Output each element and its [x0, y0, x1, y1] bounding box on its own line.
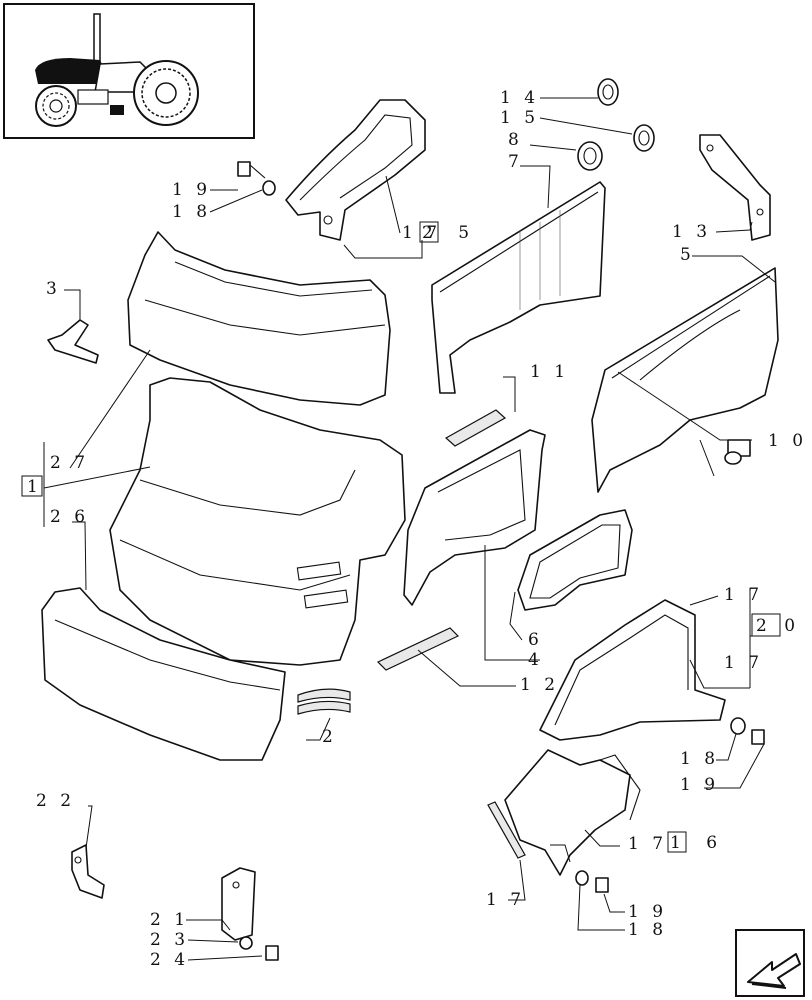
bolt-19-c — [595, 877, 609, 893]
bracket-20 — [539, 599, 726, 741]
label-25: 2 5 — [422, 223, 479, 243]
label-16: 1 6 — [670, 833, 727, 853]
seal-2 — [297, 688, 351, 715]
label-19b: 1 9 — [680, 775, 719, 795]
label-18a: 1 8 — [172, 202, 211, 222]
grommet-15 — [633, 124, 655, 152]
label-7: 7 — [508, 152, 523, 172]
hook-22 — [71, 844, 105, 899]
washer-23 — [239, 936, 253, 950]
bracket-17-25 — [285, 99, 426, 241]
label-17e: 1 7 — [486, 890, 525, 910]
bumper-26 — [41, 587, 286, 761]
pipe-3 — [47, 319, 99, 364]
label-19c: 1 9 — [628, 902, 667, 922]
bracket-21 — [221, 867, 256, 941]
washer-18 — [262, 180, 276, 196]
leader-lines — [43, 97, 776, 961]
label-20: 2 0 — [756, 616, 801, 636]
tractor-thumbnail-icon — [3, 3, 255, 139]
label-22: 2 2 — [36, 791, 75, 811]
label-11: 1 1 — [530, 362, 569, 382]
label-1: 1 — [27, 477, 38, 497]
next-page-arrow-icon[interactable] — [735, 929, 805, 997]
washer-18-b — [730, 717, 746, 735]
label-17c: 1 7 — [724, 653, 763, 673]
label-2: 2 — [322, 727, 337, 747]
label-19a: 1 9 — [172, 180, 211, 200]
label-14: 1 4 — [500, 88, 539, 108]
label-27: 2 7 — [50, 453, 89, 473]
label-18b: 1 8 — [680, 749, 719, 769]
label-3: 3 — [46, 279, 61, 299]
label-17b: 1 7 — [724, 585, 763, 605]
frame-1 — [109, 377, 406, 666]
label-26: 2 6 — [50, 507, 89, 527]
side-panel-5 — [591, 267, 779, 493]
bolt-24 — [265, 945, 279, 961]
callout-labels: 1 4 1 5 8 7 1 9 1 8 1 7 2 5 1 3 5 3 1 1 … — [21, 88, 807, 970]
strip-17-lower — [487, 801, 526, 859]
grille-6 — [517, 509, 633, 611]
grommet-8 — [577, 141, 603, 171]
panel-4 — [403, 429, 546, 606]
label-10: 1 0 — [768, 431, 807, 451]
side-panel-7 — [431, 181, 606, 394]
bolt-19 — [237, 161, 266, 179]
label-12: 1 2 — [520, 675, 559, 695]
bracket-16 — [504, 749, 641, 876]
label-15: 1 5 — [500, 108, 539, 128]
washer-18-c — [575, 870, 589, 886]
clip-10 — [724, 439, 751, 465]
grommet-14 — [597, 78, 619, 106]
label-13: 1 3 — [672, 222, 711, 242]
hood-upper-27 — [127, 231, 391, 406]
label-5: 5 — [680, 245, 695, 265]
label-8: 8 — [508, 130, 523, 150]
bracket-13 — [699, 134, 771, 241]
label-23: 2 3 — [150, 930, 189, 950]
strip-11 — [444, 409, 507, 447]
label-17d: 1 7 — [628, 834, 667, 854]
label-6: 6 — [528, 630, 543, 650]
strip-12 — [376, 627, 460, 671]
bolt-19-b — [751, 729, 765, 745]
label-4: 4 — [528, 650, 543, 670]
label-21: 2 1 — [150, 910, 189, 930]
label-24: 2 4 — [150, 950, 189, 970]
label-18c: 1 8 — [628, 920, 667, 940]
